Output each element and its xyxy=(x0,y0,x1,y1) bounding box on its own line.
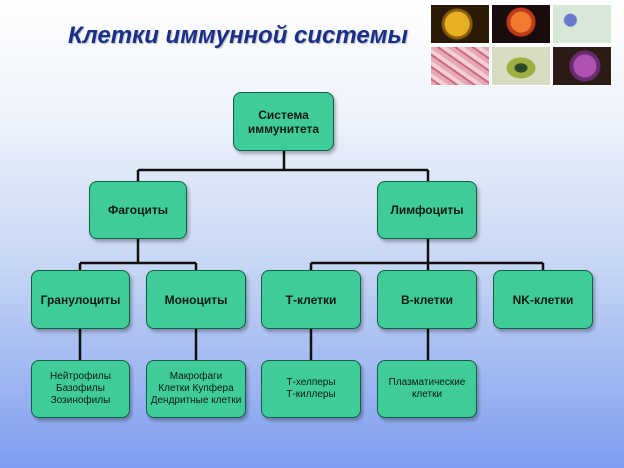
node-granulocytes: Гранулоциты xyxy=(31,270,130,329)
slide-title: Клетки иммунной системы xyxy=(68,22,409,49)
node-b-cells: В-клетки xyxy=(377,270,477,329)
microscope-tissue-image-pink xyxy=(430,46,490,86)
node-immune-system: Система иммунитета xyxy=(233,92,334,151)
node-t-cells: Т-клетки xyxy=(261,270,361,329)
microscope-cell-image-green xyxy=(552,4,612,44)
node-monocytes: Моноциты xyxy=(146,270,246,329)
node-monocyte-types: Макрофаги Клетки Купфера Дендритные клет… xyxy=(146,360,246,418)
microscopy-photo-strip xyxy=(430,4,612,86)
microscope-cell-image-yellow xyxy=(430,4,490,44)
node-phagocytes: Фагоциты xyxy=(89,181,187,239)
microscope-cell-image-orange xyxy=(491,4,551,44)
microscope-cell-image-olive xyxy=(491,46,551,86)
microscope-cell-image-purple xyxy=(552,46,612,86)
node-granulocyte-types: Нейтрофилы Базофилы Зозинофилы xyxy=(31,360,130,418)
node-b-cell-types: Плазматические клетки xyxy=(377,360,477,418)
node-lymphocytes: Лимфоциты xyxy=(377,181,477,239)
node-t-cell-types: Т-хелперы Т-киллеры xyxy=(261,360,361,418)
node-nk-cells: NK-клетки xyxy=(493,270,593,329)
